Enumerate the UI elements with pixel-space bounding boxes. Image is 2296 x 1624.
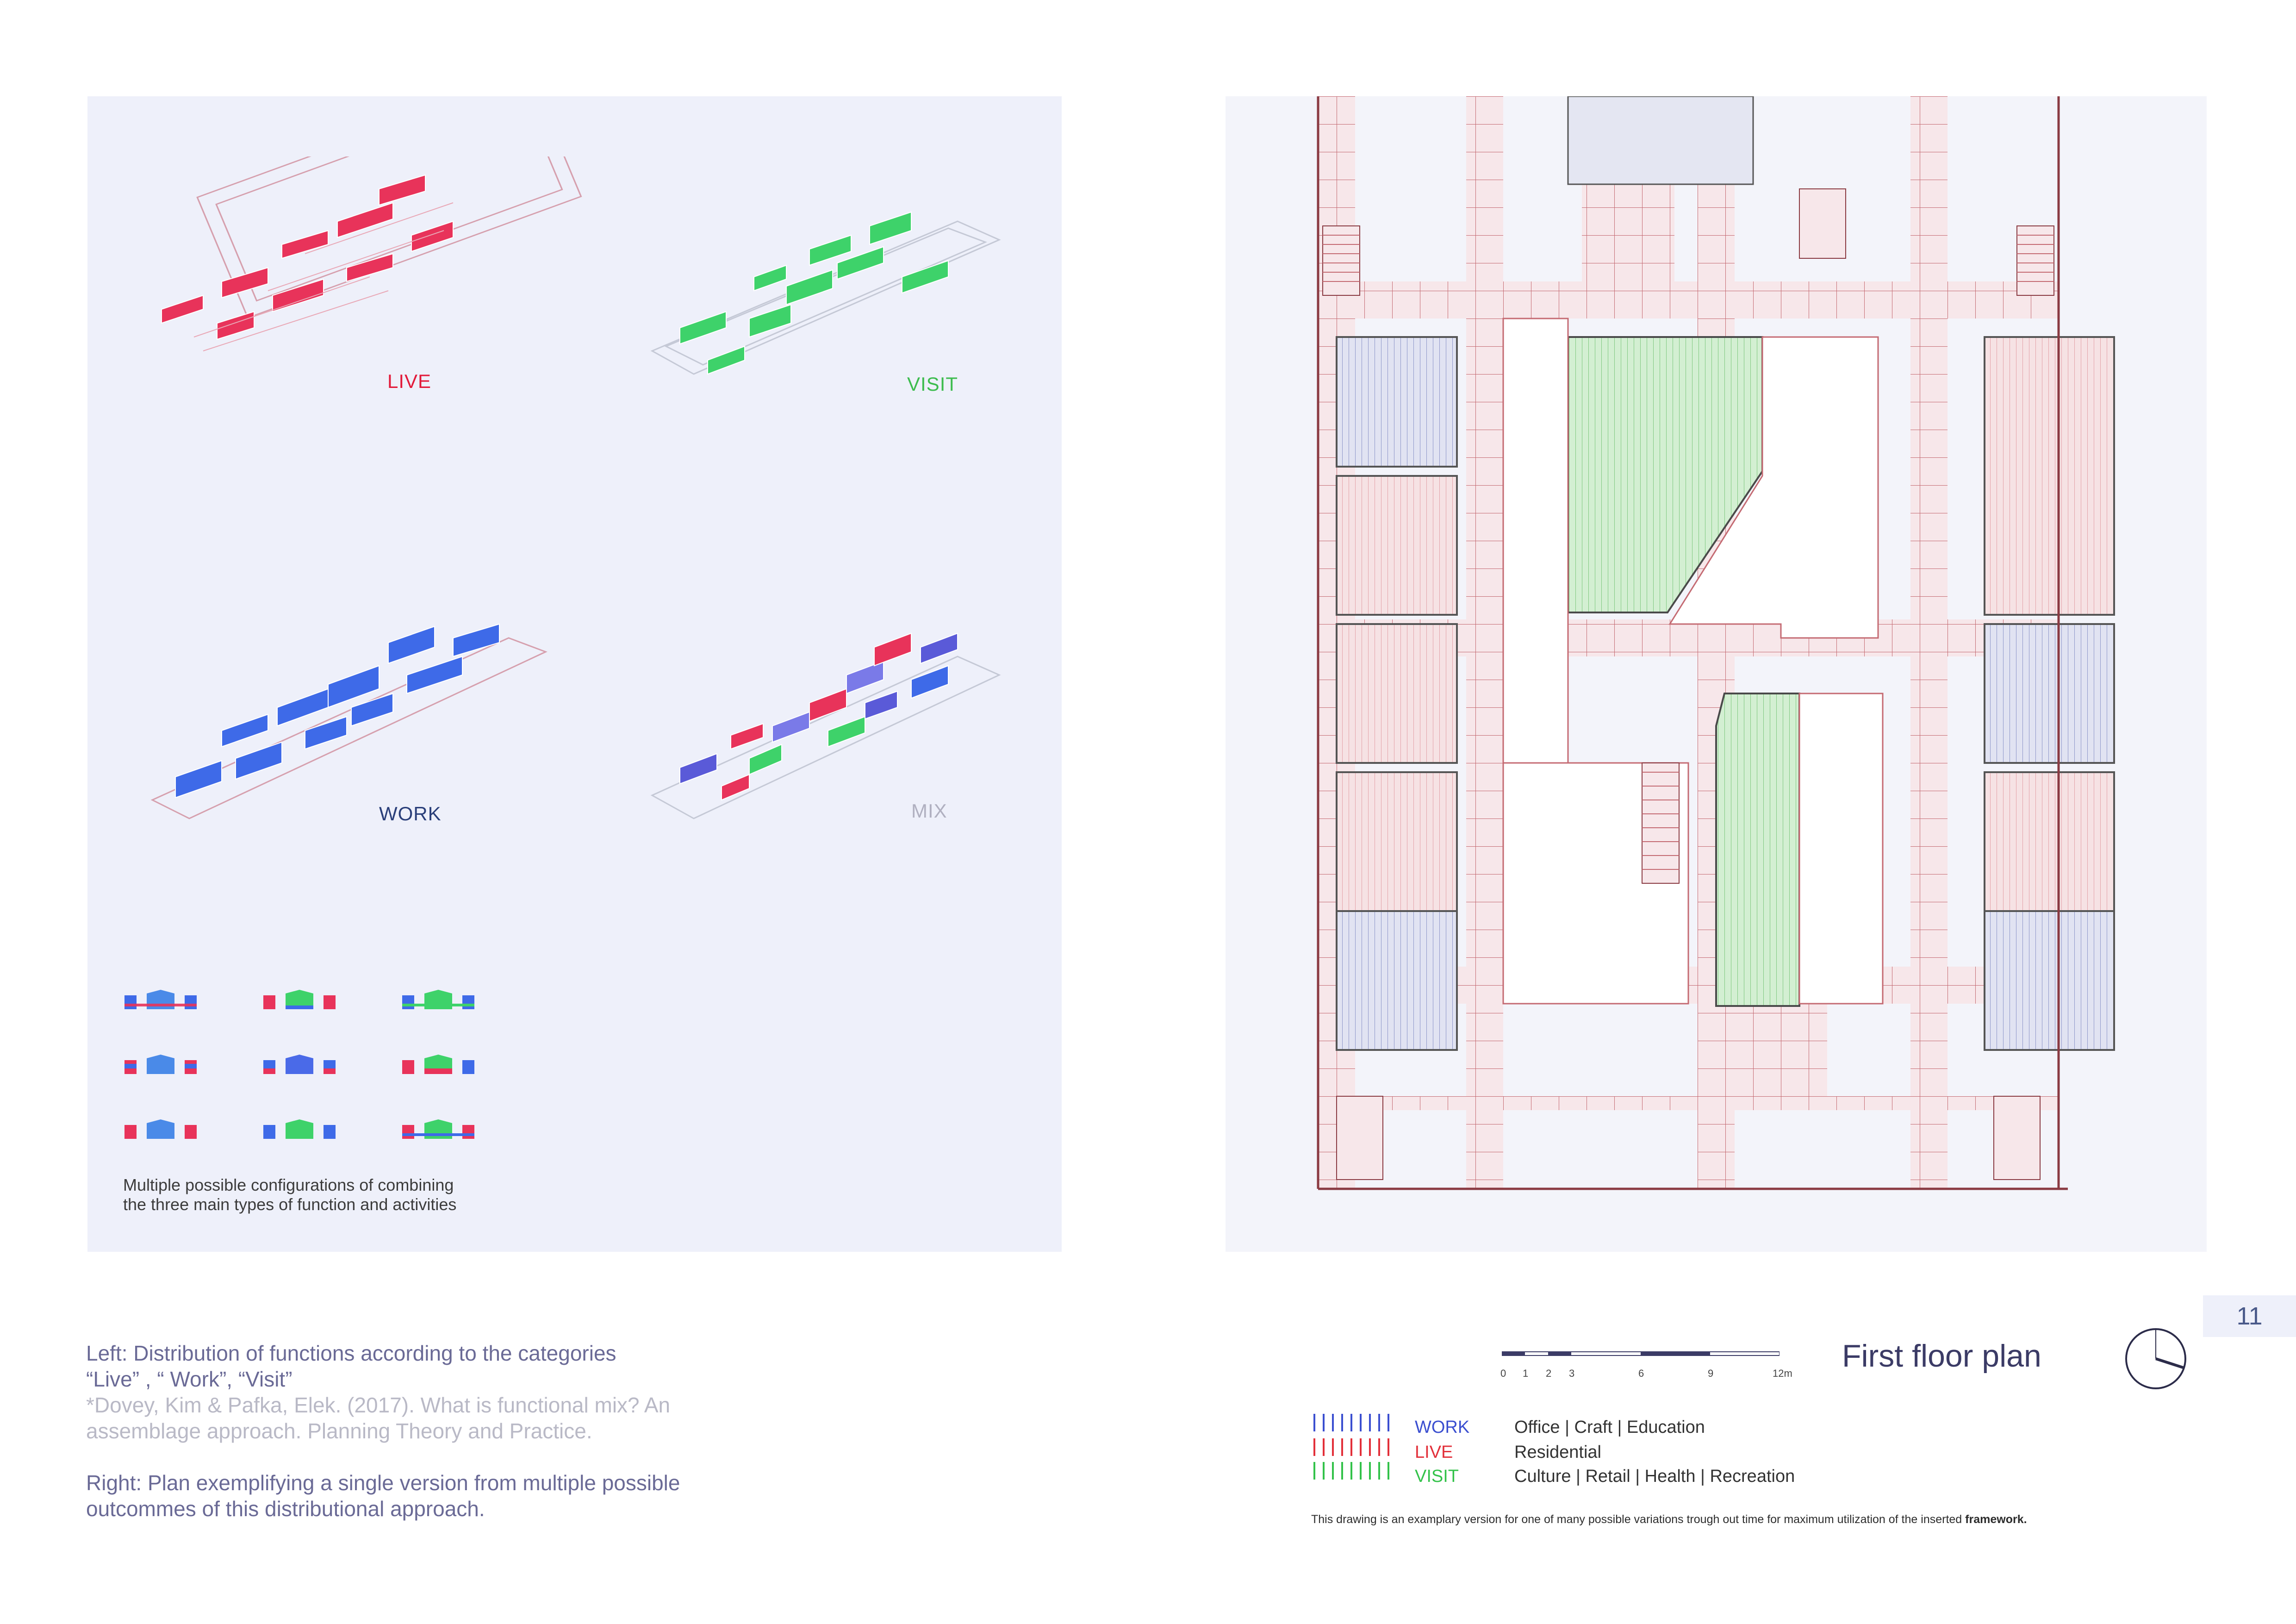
floor-plan <box>1317 95 2115 1190</box>
legend-key-visit: VISIT <box>1415 1467 1459 1486</box>
scale-label-12: 12m <box>1773 1368 1792 1379</box>
iso-diagram-work <box>150 623 548 819</box>
apartment-right-1 <box>1984 336 2115 616</box>
left-panel: LIVE VISIT <box>87 96 1062 1252</box>
apartment-right-4 <box>1984 910 2115 1051</box>
iso-diagram-mix <box>650 632 1001 819</box>
apartment-left-5 <box>1336 910 1458 1051</box>
scale-label-2: 2 <box>1546 1368 1552 1379</box>
apartment-right-3 <box>1984 771 2115 912</box>
visit-zone-south <box>1715 693 1800 1007</box>
iso-diagram-live <box>161 156 582 351</box>
iso-label-mix: MIX <box>911 800 947 822</box>
scale-label-6: 6 <box>1638 1368 1644 1379</box>
legend-swatches <box>1313 1414 1389 1480</box>
left-notes: Left: Distribution of functions accordin… <box>86 1340 780 1522</box>
apartment-right-2 <box>1984 623 2115 764</box>
note-left-title: Left: Distribution of functions accordin… <box>86 1341 616 1365</box>
footer-note-text: This drawing is an examplary version for… <box>1311 1513 1962 1526</box>
legend-desc-visit: Culture | Retail | Health | Recreation <box>1514 1467 1795 1486</box>
plan-title: First floor plan <box>1842 1338 2041 1374</box>
page-number: 11 <box>2203 1295 2296 1337</box>
scale-label-9: 9 <box>1708 1368 1714 1379</box>
note-right-2: outcommes of this distributional approac… <box>86 1497 485 1521</box>
iso-label-live: LIVE <box>387 370 432 392</box>
corridor-top <box>1318 281 2059 319</box>
legend-desc-live: Residential <box>1514 1443 1601 1462</box>
legend-key-live: LIVE <box>1415 1443 1453 1462</box>
iso-label-work: WORK <box>379 803 442 824</box>
top-office-block <box>1567 95 1754 185</box>
footer-note-bold: framework. <box>1965 1513 2027 1526</box>
note-left-title-2: “Live” , “ Work”, “Visit” <box>86 1367 292 1391</box>
scale-bar <box>1502 1351 1780 1356</box>
config-caption-line-1: Multiple possible configurations of comb… <box>123 1175 454 1194</box>
config-icons-grid <box>124 990 474 1139</box>
note-citation-1: *Dovey, Kim & Pafka, Elek. (2017). What … <box>86 1393 671 1417</box>
iso-label-visit: VISIT <box>907 373 958 395</box>
stairs <box>1322 188 2054 1180</box>
scale-label-0: 0 <box>1500 1368 1506 1379</box>
footer-note: This drawing is an examplary version for… <box>1311 1513 2027 1526</box>
apartment-left-3 <box>1336 623 1458 764</box>
legend-key-work: WORK <box>1415 1418 1470 1437</box>
scale-label-3: 3 <box>1569 1368 1575 1379</box>
scale-label-1: 1 <box>1523 1368 1529 1379</box>
iso-diagram-visit <box>650 211 1001 375</box>
apartment-left-4 <box>1336 771 1458 912</box>
apartment-left-1 <box>1336 336 1458 468</box>
right-panel <box>1226 95 2207 1252</box>
apartment-left-2 <box>1336 475 1458 616</box>
config-caption-line-2: the three main types of function and act… <box>123 1195 457 1214</box>
north-arrow-icon <box>2125 1328 2186 1389</box>
note-citation-2: assemblage approach. Planning Theory and… <box>86 1419 592 1443</box>
legend-desc-work: Office | Craft | Education <box>1514 1418 1705 1437</box>
note-right-1: Right: Plan exemplifying a single versio… <box>86 1471 680 1495</box>
